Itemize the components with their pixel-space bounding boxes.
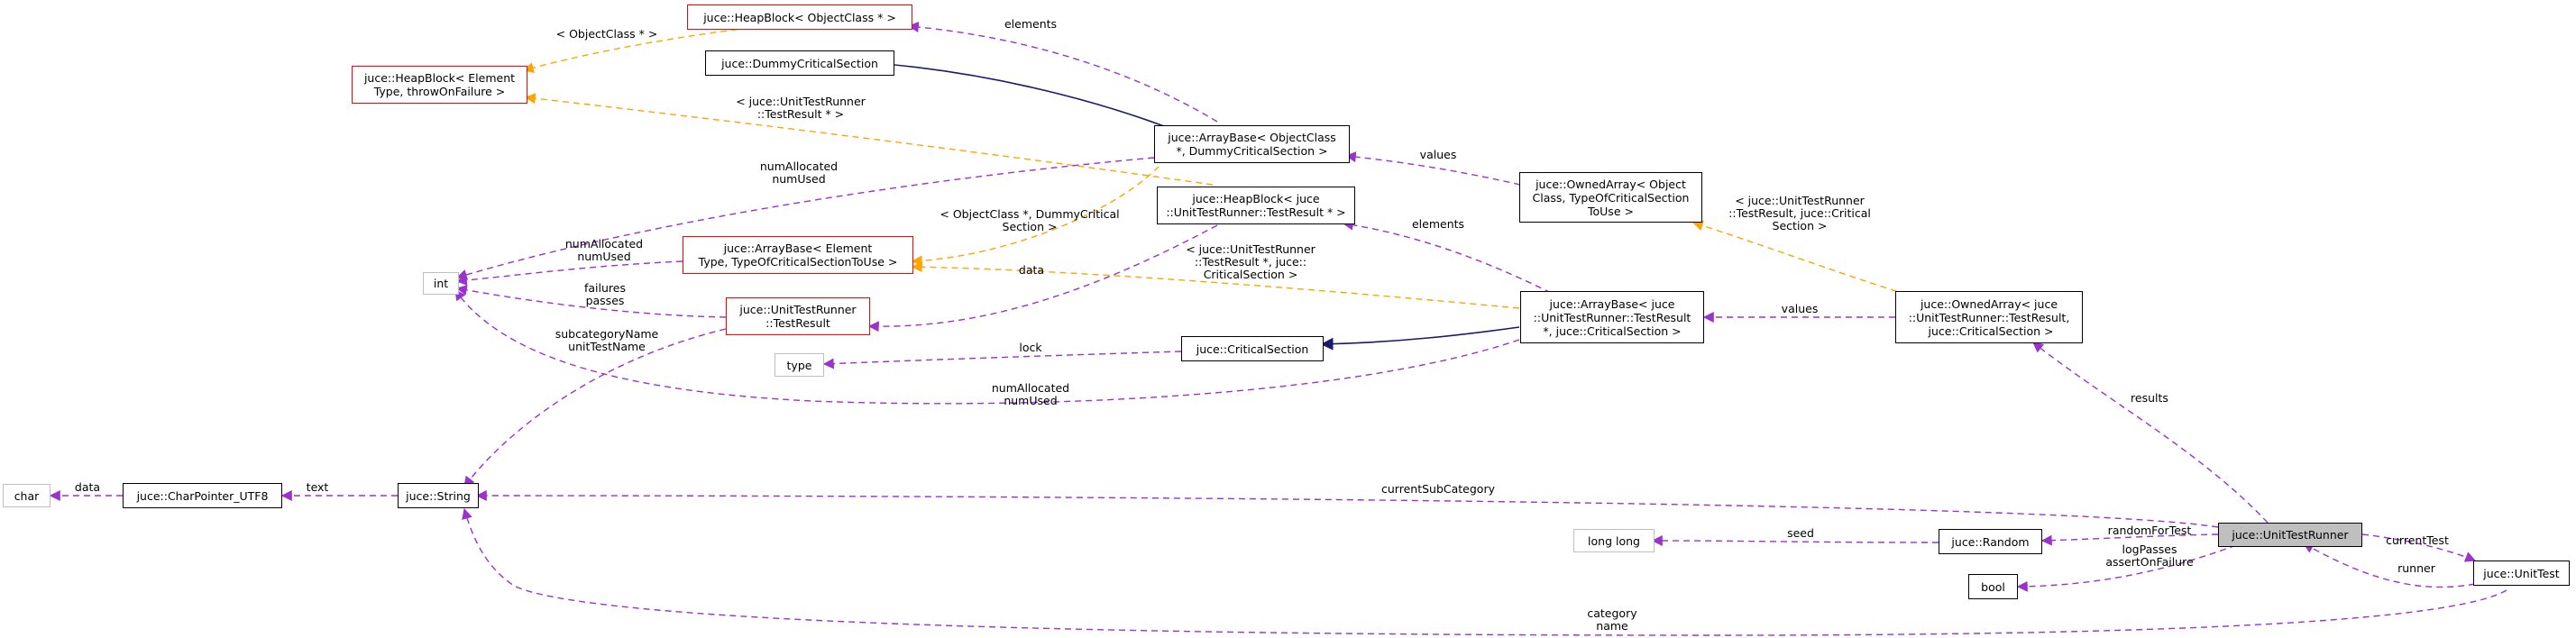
edge-use-failures-passes bbox=[455, 285, 727, 318]
node-heapblock-objectclass[interactable]: juce::HeapBlock< ObjectClass * > bbox=[687, 5, 912, 30]
node-heapblock-testresult[interactable]: juce::HeapBlock< juce ::UnitTestRunner::… bbox=[1157, 187, 1355, 224]
node-criticalsection[interactable]: juce::CriticalSection bbox=[1181, 336, 1324, 361]
edge-tpl-ownedarray-testresult bbox=[1691, 220, 1908, 296]
node-unittestrunner[interactable]: juce::UnitTestRunner bbox=[2218, 523, 2362, 547]
edge-label-numallocated-bottom: numAllocated numUsed bbox=[991, 381, 1070, 407]
edge-tpl-heapblock-objectclass bbox=[522, 27, 749, 73]
edge-use-data-mid bbox=[867, 224, 1218, 333]
edge-use-runner bbox=[2302, 542, 2476, 588]
node-dummycriticalsection[interactable]: juce::DummyCriticalSection bbox=[705, 50, 894, 76]
node-random[interactable]: juce::Random bbox=[1939, 529, 2042, 554]
edge-label-values-mid: values bbox=[1781, 302, 1819, 315]
edge-label-logpasses: logPasses assertOnFailure bbox=[2105, 542, 2194, 569]
edge-label-text: text bbox=[306, 480, 329, 494]
edge-use-subcategory bbox=[463, 328, 727, 488]
node-charpointer[interactable]: juce::CharPointer_UTF8 bbox=[123, 483, 282, 508]
edge-label-runner: runner bbox=[2397, 561, 2435, 575]
edge-use-category-name bbox=[462, 507, 2507, 636]
edge-label-testresult-ptr: < juce::UnitTestRunner ::TestResult * > bbox=[736, 95, 866, 121]
edge-label-randomfortest: randomForTest bbox=[2107, 524, 2192, 537]
edge-label-currenttest: currentTest bbox=[2386, 533, 2449, 547]
edge-tpl-heapblock-testresult bbox=[524, 93, 1214, 186]
edge-use-numallocated-bottom bbox=[454, 289, 1520, 405]
node-int[interactable]: int bbox=[423, 272, 459, 295]
edge-use-currenttest bbox=[2361, 533, 2477, 562]
edge-label-objectclass-dummy: < ObjectClass *, DummyCritical Section > bbox=[940, 207, 1120, 233]
edge-label-testresult-ptr-crit: < juce::UnitTestRunner ::TestResult *, j… bbox=[1186, 242, 1316, 281]
node-heapblock-element[interactable]: juce::HeapBlock< Element Type, throwOnFa… bbox=[352, 66, 527, 104]
edge-label-lock: lock bbox=[1019, 341, 1042, 354]
edge-use-seed bbox=[1651, 535, 1939, 547]
edge-label-currentsubcategory: currentSubCategory bbox=[1381, 482, 1495, 496]
node-char[interactable]: char bbox=[3, 484, 50, 507]
edge-use-elements-top bbox=[907, 21, 1218, 123]
edge-use-lock bbox=[822, 351, 1182, 369]
edge-label-elements-top: elements bbox=[1004, 17, 1058, 31]
edge-label-numallocated-top: numAllocated numUsed bbox=[759, 160, 839, 186]
edge-label-seed: seed bbox=[1787, 526, 1814, 540]
edge-label-objectclass-ptr: < ObjectClass * > bbox=[555, 27, 658, 41]
edge-label-data-mid: data bbox=[1018, 263, 1045, 277]
edge-label-elements-mid: elements bbox=[1411, 217, 1465, 231]
node-arraybase-objectclass[interactable]: juce::ArrayBase< ObjectClass *, DummyCri… bbox=[1154, 125, 1350, 163]
node-ownedarray-objectclass[interactable]: juce::OwnedArray< Object Class, TypeOfCr… bbox=[1519, 172, 1702, 223]
edge-inherit-criticalsection bbox=[1320, 326, 1520, 351]
edge-tpl-arraybase-objectclass bbox=[911, 166, 1160, 267]
node-string[interactable]: juce::String bbox=[398, 483, 479, 508]
node-unittest[interactable]: juce::UnitTest bbox=[2473, 561, 2570, 586]
node-ownedarray-testresult[interactable]: juce::OwnedArray< juce ::UnitTestRunner:… bbox=[1895, 291, 2083, 343]
edge-use-randomfortest bbox=[2040, 533, 2219, 546]
edge-use-results bbox=[2032, 342, 2269, 524]
node-arraybase-element[interactable]: juce::ArrayBase< Element Type, TypeOfCri… bbox=[683, 236, 913, 274]
edge-use-values-top bbox=[1344, 151, 1521, 186]
node-type[interactable]: type bbox=[775, 353, 824, 377]
node-bool[interactable]: bool bbox=[1968, 574, 2018, 599]
edge-label-values-top: values bbox=[1419, 148, 1457, 161]
edge-use-logpasses bbox=[2016, 544, 2237, 592]
edge-label-subcategory-unittest: subcategoryName unitTestName bbox=[555, 327, 659, 353]
edge-use-numallocated-top bbox=[455, 157, 1155, 280]
edge-label-results: results bbox=[2131, 391, 2168, 405]
edge-label-numallocated-mid: numAllocated numUsed bbox=[564, 237, 644, 263]
node-arraybase-testresult[interactable]: juce::ArrayBase< juce ::UnitTestRunner::… bbox=[1520, 291, 1704, 343]
node-longlong[interactable]: long long bbox=[1573, 529, 1655, 552]
node-testresult[interactable]: juce::UnitTestRunner ::TestResult bbox=[726, 297, 870, 335]
edge-label-category-name: category name bbox=[1587, 606, 1637, 633]
edge-use-numallocated-mid bbox=[455, 260, 683, 286]
edge-label-testresult-crit: < juce::UnitTestRunner ::TestResult, juc… bbox=[1728, 194, 1871, 232]
edge-use-currentsubcategory bbox=[475, 490, 2219, 528]
edge-label-failures-passes: failures passes bbox=[584, 281, 626, 307]
edge-tpl-arraybase-testresult bbox=[911, 261, 1520, 309]
edge-label-data-left: data bbox=[74, 480, 101, 494]
edge-use-elements-mid bbox=[1342, 219, 1552, 294]
